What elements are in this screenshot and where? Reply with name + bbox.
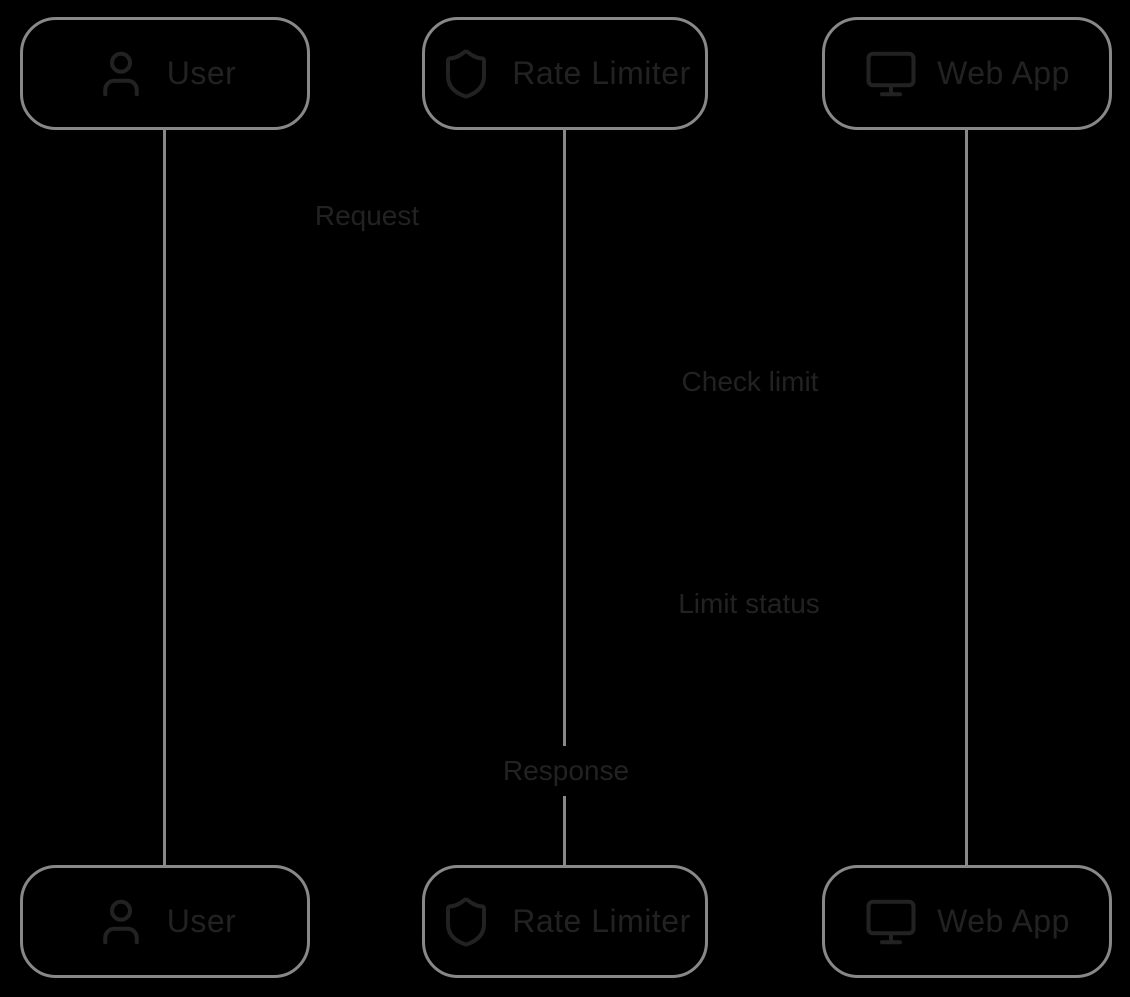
user-icon <box>94 895 148 949</box>
participant-rate-limiter-bottom: Rate Limiter <box>422 865 708 978</box>
message-label-check-limit: Check limit <box>681 366 819 397</box>
participant-label: Rate Limiter <box>512 55 691 91</box>
participant-label: Rate Limiter <box>512 903 691 939</box>
participant-label: Web App <box>937 903 1070 939</box>
message-label-limit-status: Limit status <box>678 588 820 619</box>
shield-icon <box>439 47 493 101</box>
participant-rate-limiter-top: Rate Limiter <box>422 17 708 130</box>
participant-user-top: User <box>20 17 310 130</box>
message-label-response: Response <box>500 746 632 796</box>
participant-user-bottom: User <box>20 865 310 978</box>
shield-icon <box>439 895 493 949</box>
participant-label: User <box>166 55 237 91</box>
participant-web-app-bottom: Web App <box>822 865 1112 978</box>
participant-web-app-top: Web App <box>822 17 1112 130</box>
lifeline-web-app <box>965 130 968 865</box>
monitor-icon <box>864 47 918 101</box>
monitor-icon <box>864 895 918 949</box>
lifeline-rate-limiter <box>563 130 566 865</box>
participant-label: Web App <box>937 55 1070 91</box>
message-label-request: Request <box>314 200 420 231</box>
lifeline-user <box>163 130 166 865</box>
participant-label: User <box>166 903 237 939</box>
user-icon <box>94 47 148 101</box>
